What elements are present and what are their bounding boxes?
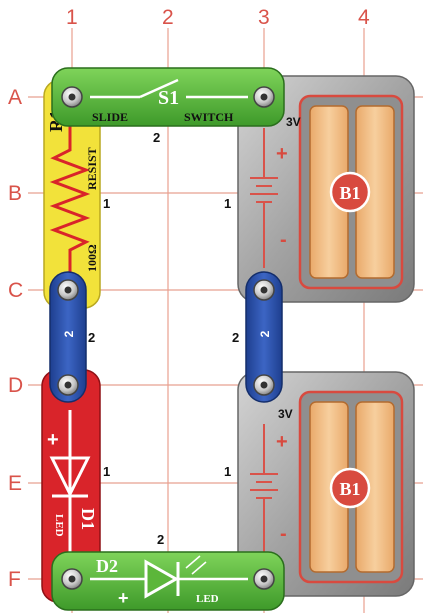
col-label-3: 3 <box>258 6 270 29</box>
light-rays-icon <box>185 555 207 575</box>
row-label-d: D <box>8 374 23 397</box>
col-label-2: 2 <box>162 6 174 29</box>
battery-holder-bottom: B1 3V + - <box>237 371 415 597</box>
level-number: 1 <box>224 464 231 479</box>
resistor-label: RESIST <box>85 147 99 190</box>
led-plus: + <box>118 588 129 608</box>
battery-symbol-icon <box>250 128 278 268</box>
led-plus: + <box>47 429 59 451</box>
battery-badge <box>329 171 371 213</box>
row-label-b: B <box>8 182 22 205</box>
battery-minus: - <box>280 229 287 251</box>
level-number: 1 <box>103 196 110 211</box>
level-number: 2 <box>88 330 95 345</box>
switch-label-right: SWITCH <box>184 110 234 124</box>
level-number: 1 <box>103 464 110 479</box>
slide-switch-s1: S1 SLIDE SWITCH <box>51 67 285 127</box>
grid-labels: 1 2 3 4 A B C D E F <box>8 6 370 591</box>
level-number: 1 <box>224 196 231 211</box>
connector-left: 2 <box>49 271 87 403</box>
level-numbers: 2 1 1 2 2 1 1 2 <box>88 130 239 547</box>
snaps <box>57 86 275 590</box>
battery-voltage: 3V <box>278 407 293 421</box>
switch-symbol-icon <box>90 78 248 99</box>
battery-holder-top: B1 3V + - <box>237 75 415 303</box>
switch-code: S1 <box>158 87 179 109</box>
led-d2: D2 + LED <box>51 551 285 611</box>
led-code: D2 <box>96 556 118 576</box>
row-label-f: F <box>8 568 21 591</box>
level-number: 2 <box>153 130 160 145</box>
col-label-1: 1 <box>66 6 78 29</box>
led-code: D1 <box>78 508 98 530</box>
row-label-a: A <box>8 86 22 109</box>
diode-triangle-icon <box>144 559 180 599</box>
led-label: LED <box>53 514 65 537</box>
connector-number: 2 <box>258 330 272 337</box>
battery-badge <box>329 467 371 509</box>
level-number: 2 <box>232 330 239 345</box>
level-number: 2 <box>157 532 164 547</box>
battery-plus: + <box>276 431 288 453</box>
row-label-e: E <box>8 472 22 495</box>
resistor-zigzag-icon <box>49 120 91 285</box>
resistor-value: 100Ω <box>85 244 99 272</box>
battery-code: B1 <box>339 479 360 499</box>
row-label-c: C <box>8 279 23 302</box>
col-label-4: 4 <box>358 6 370 29</box>
diode-triangle-icon <box>49 456 91 498</box>
connector-number: 2 <box>62 330 76 337</box>
battery-voltage: 3V <box>286 115 301 129</box>
connector-right: 2 <box>245 271 283 403</box>
battery-minus: - <box>280 523 287 545</box>
led-label: LED <box>196 593 219 605</box>
battery-code: B1 <box>339 183 360 203</box>
battery-plus: + <box>276 143 288 165</box>
switch-label-left: SLIDE <box>92 110 128 124</box>
